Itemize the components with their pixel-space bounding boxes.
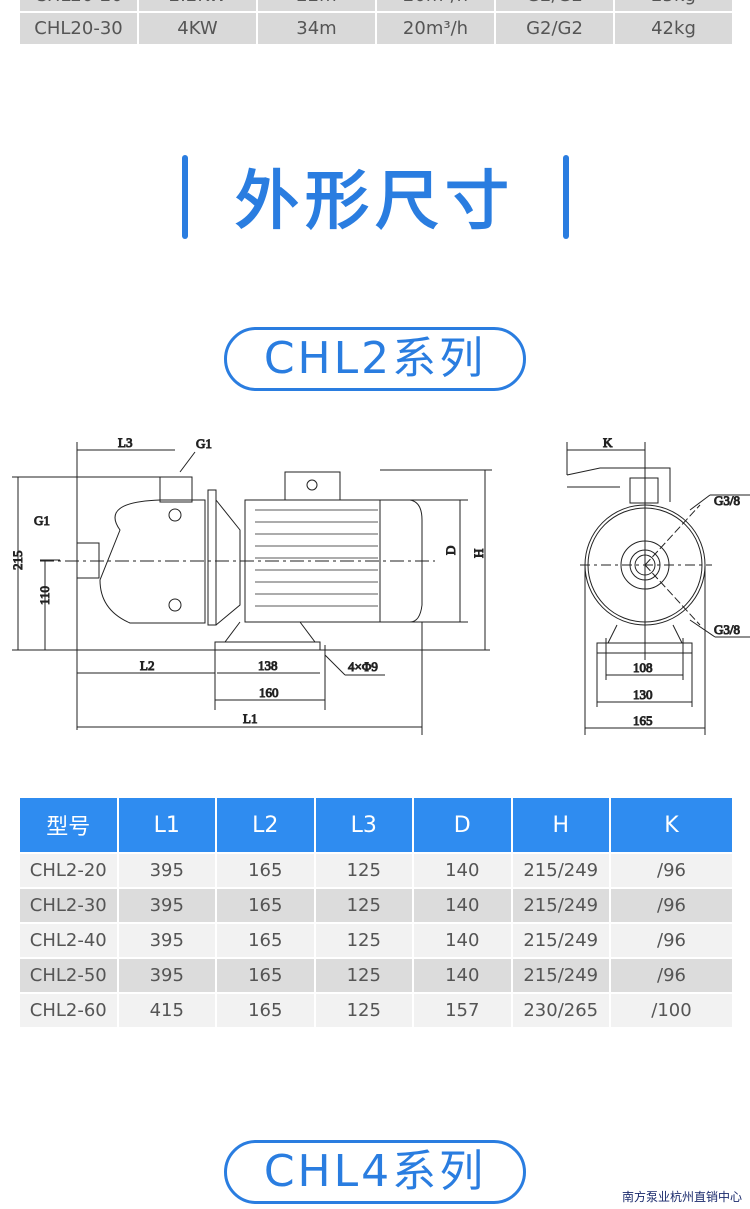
label-g38-bottom: G3/8 <box>714 622 740 637</box>
cell: 22m <box>258 0 375 11</box>
cell: 215/249 <box>512 889 609 922</box>
watermark: 南方泵业杭州直销中心 <box>621 1190 742 1204</box>
header-l1: L1 <box>118 798 215 852</box>
header-l2: L2 <box>217 798 314 852</box>
series-badge: CHL4系列 <box>224 1140 526 1204</box>
cell: 395 <box>118 889 215 922</box>
label-holes: 4×Φ9 <box>348 659 378 674</box>
cell: 215/249 <box>512 959 609 992</box>
cell: /100 <box>611 994 732 1027</box>
label-g1-top: G1 <box>196 436 212 451</box>
cell: 4KW <box>139 13 256 44</box>
cell: 125 <box>315 959 412 992</box>
label-215: 215 <box>10 551 25 571</box>
label-g1-side: G1 <box>34 513 50 528</box>
spec-table: CHL20-202.2KW22m20m³/hG2/G225kg CHL20-30… <box>18 0 734 46</box>
label-h: H <box>471 549 486 558</box>
cell: CHL2-20 <box>20 854 117 887</box>
cell: 42kg <box>615 13 732 44</box>
label-160: 160 <box>259 685 279 700</box>
label-165: 165 <box>633 713 653 728</box>
header-model: 型号 <box>20 798 117 852</box>
cell: CHL2-50 <box>20 959 117 992</box>
cell: 140 <box>414 889 511 922</box>
cell: /96 <box>611 959 732 992</box>
cell: 140 <box>414 959 511 992</box>
label-l1: L1 <box>243 711 257 726</box>
cell: 2.2KW <box>139 0 256 11</box>
cell: 165 <box>217 854 314 887</box>
cell: CHL20-20 <box>20 0 137 11</box>
label-g38-top: G3/8 <box>714 493 740 508</box>
cell: 165 <box>217 994 314 1027</box>
header-h: H <box>512 798 609 852</box>
cell: 125 <box>315 854 412 887</box>
series-badge: CHL2系列 <box>224 327 526 391</box>
cell: 34m <box>258 13 375 44</box>
cell: 20m³/h <box>377 0 494 11</box>
table-row: CHL20-202.2KW22m20m³/hG2/G225kg <box>20 0 732 11</box>
cell: CHL2-30 <box>20 889 117 922</box>
cell: 415 <box>118 994 215 1027</box>
cell: CHL20-30 <box>20 13 137 44</box>
label-l2: L2 <box>140 658 154 673</box>
cell: /96 <box>611 924 732 957</box>
label-110: 110 <box>37 586 52 605</box>
cell: 20m³/h <box>377 13 494 44</box>
label-k: K <box>603 435 613 450</box>
cell: 125 <box>315 924 412 957</box>
cell: 215/249 <box>512 924 609 957</box>
cell: /96 <box>611 889 732 922</box>
dimension-drawing: L3 G1 215 110 G1 D H L2 138 160 4×Φ9 L1 … <box>10 435 750 735</box>
label-l3: L3 <box>118 435 132 450</box>
cell: 215/249 <box>512 854 609 887</box>
cell: 230/265 <box>512 994 609 1027</box>
cell: 165 <box>217 959 314 992</box>
label-138: 138 <box>258 658 278 673</box>
label-130: 130 <box>633 687 653 702</box>
cell: 125 <box>315 994 412 1027</box>
section-title: 外形尺寸 <box>235 165 515 239</box>
cell: G2/G2 <box>496 0 613 11</box>
cell: 140 <box>414 854 511 887</box>
title-bar-left <box>182 155 188 239</box>
cell: 140 <box>414 924 511 957</box>
cell: /96 <box>611 854 732 887</box>
cell: 125 <box>315 889 412 922</box>
cell: 395 <box>118 959 215 992</box>
title-bar-right <box>563 155 569 239</box>
header-d: D <box>414 798 511 852</box>
label-108: 108 <box>633 660 653 675</box>
header-k: K <box>611 798 732 852</box>
cell: CHL2-60 <box>20 994 117 1027</box>
cell: 165 <box>217 924 314 957</box>
cell: 165 <box>217 889 314 922</box>
cell: CHL2-40 <box>20 924 117 957</box>
cell: 157 <box>414 994 511 1027</box>
cell: G2/G2 <box>496 13 613 44</box>
cell: 25kg <box>615 0 732 11</box>
cell: 395 <box>118 854 215 887</box>
label-d: D <box>443 546 458 555</box>
header-l3: L3 <box>315 798 412 852</box>
cell: 395 <box>118 924 215 957</box>
